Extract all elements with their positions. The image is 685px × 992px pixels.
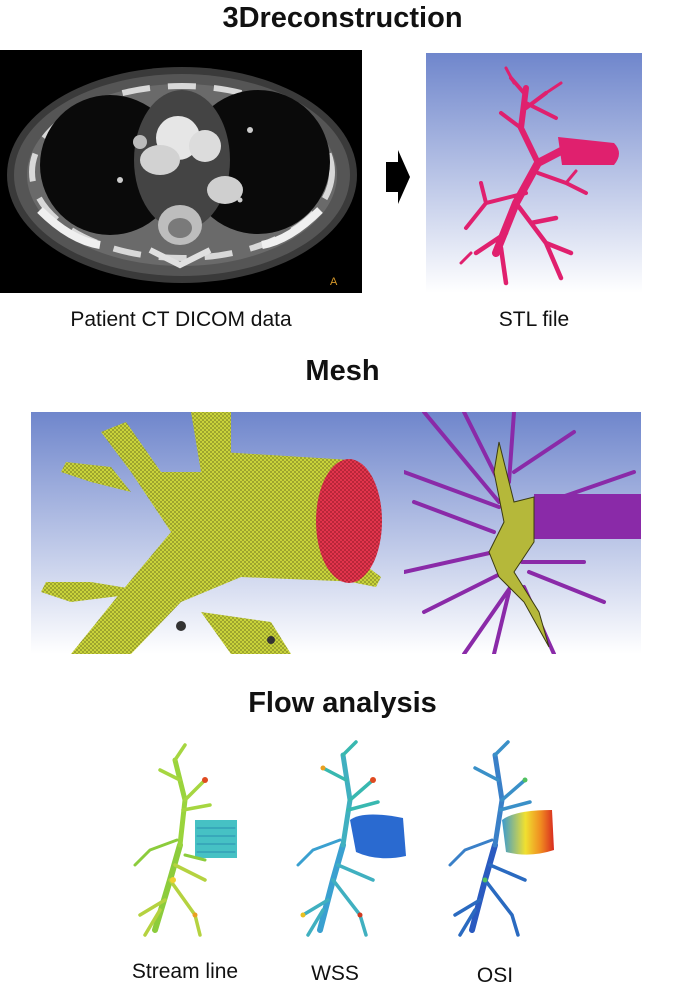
stl-model-image [426, 53, 642, 293]
ct-scan-image: A [0, 50, 362, 293]
flow-panel-stream-line [125, 740, 245, 940]
caption-osi: OSI [476, 964, 514, 987]
title-3d-reconstruction: 3Dreconstruction [222, 2, 463, 34]
stl-caption: STL file [498, 308, 570, 331]
caption-stream-line: Stream line [131, 960, 239, 983]
arrow-right-icon [386, 150, 410, 204]
flow-panel-wss [288, 740, 413, 940]
mesh-extensions-image [404, 412, 641, 654]
mesh-closeup-image [31, 412, 404, 654]
flow-panel-osi [440, 740, 565, 940]
title-flow-analysis: Flow analysis [248, 687, 437, 719]
caption-wss: WSS [311, 962, 359, 985]
title-mesh: Mesh [305, 355, 380, 387]
ct-caption: Patient CT DICOM data [70, 308, 292, 331]
ct-corner-mark: A [330, 276, 338, 288]
